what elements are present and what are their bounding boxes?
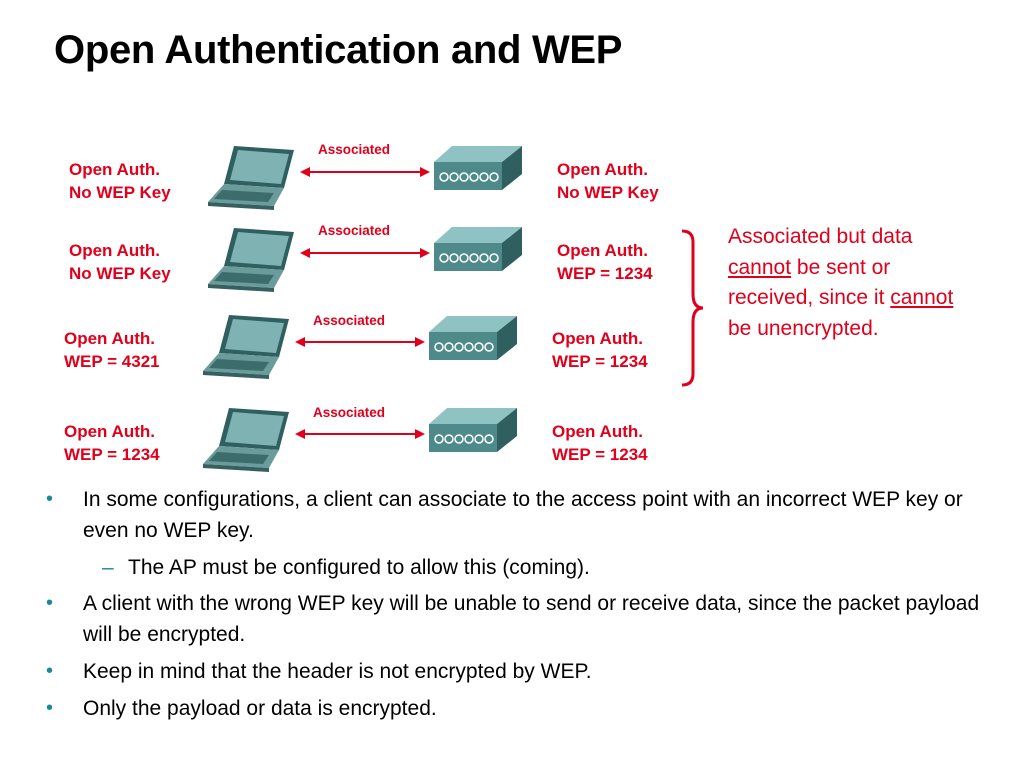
association-arrow — [295, 337, 425, 347]
bullet-item: • Only the payload or data is encrypted. — [44, 693, 984, 724]
client-label: Open Auth.No WEP Key — [69, 160, 171, 202]
laptop-icon — [203, 315, 289, 379]
access-point-icon — [429, 408, 517, 452]
ap-label: Open Auth.WEP = 1234 — [557, 241, 653, 283]
diagram-row-1: Open Auth.No WEP Key Associated Open Aut… — [0, 140, 700, 220]
associated-label: Associated — [313, 405, 386, 420]
dash-icon: – — [102, 556, 114, 579]
laptop-icon — [208, 146, 294, 210]
diagram-row-2: Open Auth.No WEP Key Associated Open Aut… — [0, 222, 700, 302]
ap-label: Open Auth.No WEP Key — [557, 160, 659, 202]
client-label: Open Auth.WEP = 4321 — [64, 329, 160, 371]
association-arrow — [295, 429, 425, 439]
laptop-icon — [208, 228, 294, 292]
access-point-icon — [429, 316, 517, 360]
ap-label: Open Auth.WEP = 1234 — [552, 329, 648, 371]
access-point-icon — [434, 146, 522, 190]
client-label: Open Auth.No WEP Key — [69, 241, 171, 283]
brace-icon — [681, 229, 704, 387]
bullet-item: • Keep in mind that the header is not en… — [44, 656, 984, 687]
bullet-item: • In some configurations, a client can a… — [44, 484, 984, 546]
bullet-list: • In some configurations, a client can a… — [44, 484, 984, 730]
association-note: Associated but data cannot be sent or re… — [728, 225, 954, 340]
bullet-dot-icon: • — [46, 592, 54, 614]
diagram-row-3: Open Auth.WEP = 4321 Associated Open Aut… — [0, 313, 700, 393]
associated-label: Associated — [313, 313, 386, 328]
slide-title: Open Authentication and WEP — [54, 28, 623, 72]
associated-label: Associated — [318, 142, 391, 157]
diagram-row-4: Open Auth.WEP = 1234 Associated Open Aut… — [0, 404, 700, 484]
association-arrow — [300, 167, 430, 177]
access-point-icon — [434, 227, 522, 271]
association-arrow — [300, 248, 430, 258]
bullet-dot-icon: • — [46, 697, 54, 719]
sub-bullet-item: – The AP must be configured to allow thi… — [44, 552, 984, 583]
ap-label: Open Auth.WEP = 1234 — [552, 422, 648, 464]
bullet-dot-icon: • — [46, 488, 54, 510]
bullet-item: • A client with the wrong WEP key will b… — [44, 588, 984, 650]
client-label: Open Auth.WEP = 1234 — [64, 422, 160, 464]
laptop-icon — [203, 408, 289, 472]
associated-label: Associated — [318, 223, 391, 238]
bullet-dot-icon: • — [46, 660, 54, 682]
